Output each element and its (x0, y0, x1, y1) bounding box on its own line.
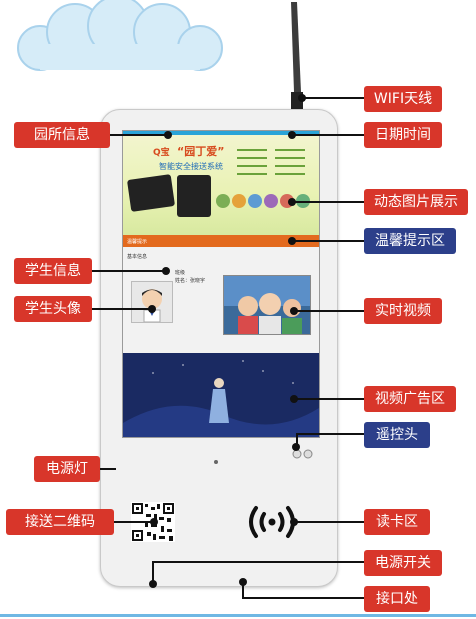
leader-line-tips (292, 240, 364, 242)
leader-dot-port (239, 578, 247, 586)
leader-dot-switch (149, 580, 157, 588)
banner-quote: “园丁爱” (177, 145, 225, 158)
screen-banner: Q宝 “园丁爱” 智能安全接送系统 (123, 131, 319, 235)
power-led-indicator (214, 460, 218, 464)
video-ad-area (123, 353, 319, 437)
leader-dot-avatar (148, 305, 156, 313)
label-dynamic-pics: 动态图片展示 (364, 189, 468, 215)
device-screen: Q宝 “园丁爱” 智能安全接送系统 (122, 130, 320, 438)
label-power-led: 电源灯 (34, 456, 100, 482)
leader-line-power-led (100, 468, 116, 470)
leader-line-port-v (242, 582, 244, 598)
label-student-info: 学生信息 (14, 258, 92, 284)
leader-dot-datetime (288, 131, 296, 139)
leader-line-live-video (294, 310, 364, 312)
leader-dot-live-video (290, 307, 298, 315)
label-wifi: WIFI天线 (364, 86, 442, 112)
leader-line-dynamic-pics (292, 201, 364, 203)
leader-dot-card (290, 518, 298, 526)
leader-line-remote-v (296, 433, 298, 447)
leader-line-avatar (92, 308, 150, 310)
leader-line-wifi (302, 97, 364, 99)
remote-sensor (292, 445, 314, 459)
bottom-divider (0, 614, 476, 617)
leader-line-switch-h (152, 561, 364, 563)
leader-dot-video-ad (290, 395, 298, 403)
tablet-image (126, 174, 176, 212)
leader-line-remote-h (296, 433, 364, 435)
label-tips-area: 温馨提示区 (364, 228, 456, 254)
tips-bar-text: 温馨提示 (127, 239, 148, 245)
label-port: 接口处 (364, 586, 430, 612)
leader-line-switch-v (152, 561, 154, 583)
screen-tips-bar: 温馨提示 (123, 235, 319, 247)
leader-dot-remote (292, 443, 300, 451)
terminal-image (177, 175, 211, 217)
label-live-video: 实时视频 (364, 298, 442, 324)
student-name: 姓名：张晓宇 (175, 278, 206, 284)
leader-dot-wifi (298, 94, 306, 102)
leader-line-student-info (92, 270, 164, 272)
label-qr-code: 接送二维码 (6, 509, 114, 535)
avatar (131, 281, 173, 323)
leader-line-port-h (242, 597, 364, 599)
leader-line-video-ad (294, 398, 364, 400)
banner-brand: Q宝 (153, 148, 170, 158)
leader-line-school-info (110, 134, 166, 136)
leader-line-qr (114, 521, 152, 523)
label-school-info: 园所信息 (14, 122, 110, 148)
label-remote: 遥控头 (364, 422, 430, 448)
label-video-ad: 视频广告区 (364, 386, 456, 412)
leader-dot-school-info (164, 131, 172, 139)
label-card-reader: 读卡区 (364, 509, 430, 535)
leader-dot-tips (288, 237, 296, 245)
screen-student-area: 基本信息 班级 姓名：张晓宇 (123, 247, 319, 353)
leader-dot-student-info (162, 267, 170, 275)
leader-line-datetime (292, 134, 364, 136)
leader-dot-dynamic-pics (288, 198, 296, 206)
leader-dot-qr (150, 518, 158, 526)
leader-line-card (294, 521, 364, 523)
label-power-switch: 电源开关 (364, 550, 442, 576)
cloud-decoration (17, 0, 223, 71)
label-datetime: 日期时间 (364, 122, 442, 148)
student-class: 班级 (175, 270, 186, 276)
live-video-frame (223, 275, 311, 335)
label-student-avatar: 学生头像 (14, 296, 92, 322)
banner-title: 智能安全接送系统 (159, 162, 223, 171)
info-header: 基本信息 (127, 254, 148, 260)
banner-text-lines (237, 147, 313, 187)
